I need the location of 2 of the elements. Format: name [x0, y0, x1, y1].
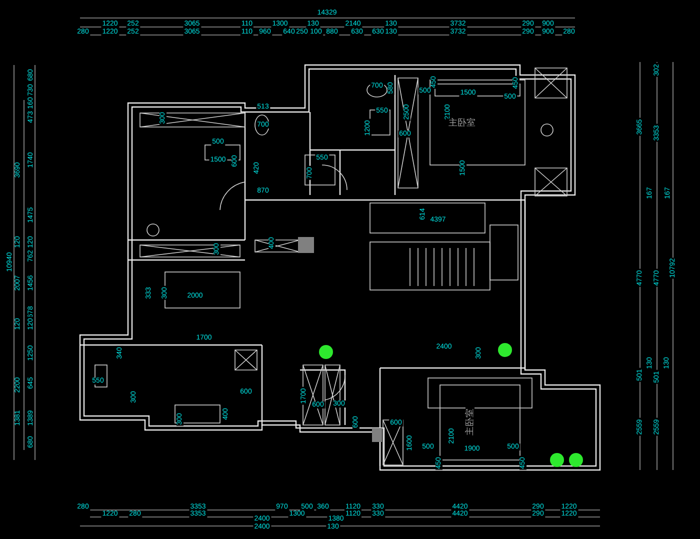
room-name: 主卧室: [448, 118, 476, 128]
room-name: 主卧室: [466, 408, 474, 436]
